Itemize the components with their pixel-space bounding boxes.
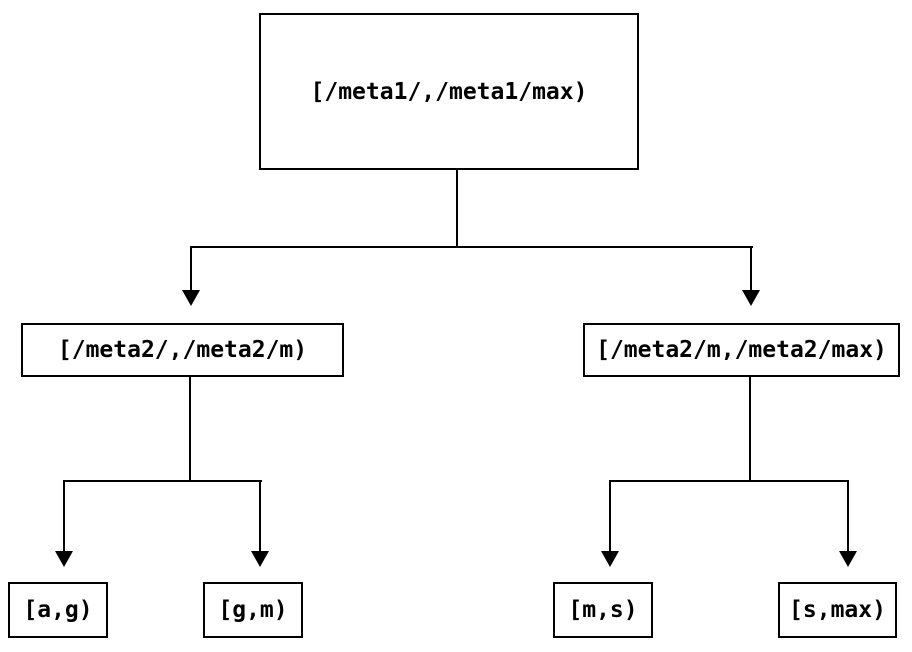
edge-right-subtree-horizontal-line [609,480,849,482]
edge-to-leaf-gm-line [259,480,261,552]
edge-to-leaf-ms-line [609,480,611,552]
edge-left-subtree-horizontal-line [63,480,262,482]
arrowhead-to-leaf-gm-icon [251,551,269,567]
node-root-meta1-range: [/meta1/,/meta1/max) [259,13,639,170]
edge-to-leaf-smax-line [847,480,849,552]
edge-left-mid-stem-line [189,377,191,482]
node-meta2-right-range: [/meta2/m,/meta2/max) [583,323,900,377]
arrowhead-to-left-mid-icon [182,290,200,306]
node-leaf-s-max-range: [s,max) [778,582,897,638]
edge-to-leaf-ag-line [63,480,65,552]
edge-right-mid-stem-line [749,377,751,482]
arrowhead-to-leaf-ag-icon [55,551,73,567]
node-leaf-g-m-range: [g,m) [203,582,303,638]
arrowhead-to-leaf-ms-icon [601,551,619,567]
arrowhead-to-leaf-smax-icon [839,551,857,567]
edge-root-to-right-mid-line [750,246,752,290]
edge-root-stem-line [456,170,458,248]
node-meta2-left-range: [/meta2/,/meta2/m) [21,323,344,377]
node-leaf-m-s-range: [m,s) [553,582,653,638]
edge-level1-horizontal-line [190,246,753,248]
edge-root-to-left-mid-line [190,246,192,290]
node-leaf-a-g-range: [a,g) [8,582,108,638]
arrowhead-to-right-mid-icon [742,290,760,306]
